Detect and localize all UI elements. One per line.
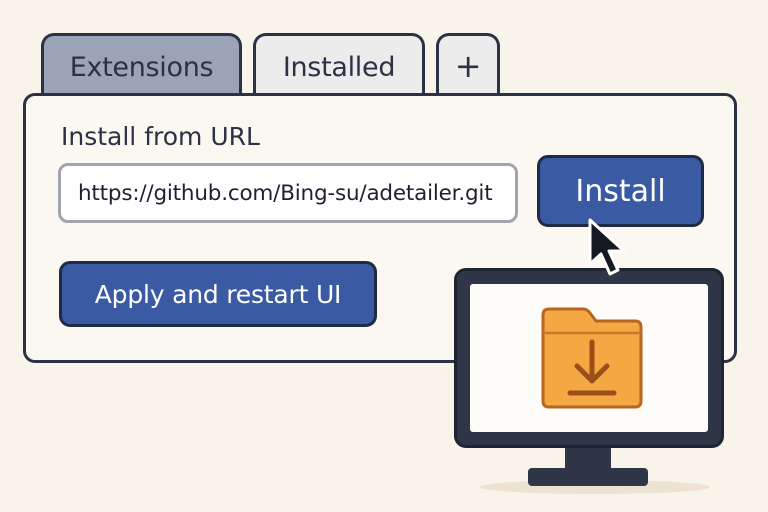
- install-from-url-label: Install from URL: [61, 122, 260, 151]
- monitor-stand-neck: [565, 446, 611, 472]
- apply-and-restart-button[interactable]: Apply and restart UI: [59, 261, 377, 327]
- tab-installed[interactable]: Installed: [253, 33, 425, 99]
- install-button[interactable]: Install: [537, 155, 704, 227]
- install-button-label: Install: [575, 173, 666, 209]
- tab-extensions-label: Extensions: [69, 52, 214, 83]
- mouse-pointer-icon: [588, 218, 626, 276]
- tab-add[interactable]: +: [436, 33, 500, 99]
- tab-add-label: +: [454, 47, 482, 85]
- folder-download-icon: [541, 307, 643, 409]
- tab-installed-label: Installed: [282, 52, 396, 83]
- monitor-icon: [454, 268, 724, 448]
- url-input[interactable]: [58, 163, 518, 223]
- apply-button-label: Apply and restart UI: [94, 279, 342, 309]
- tab-extensions[interactable]: Extensions: [41, 33, 242, 99]
- monitor-stand-base: [528, 468, 648, 486]
